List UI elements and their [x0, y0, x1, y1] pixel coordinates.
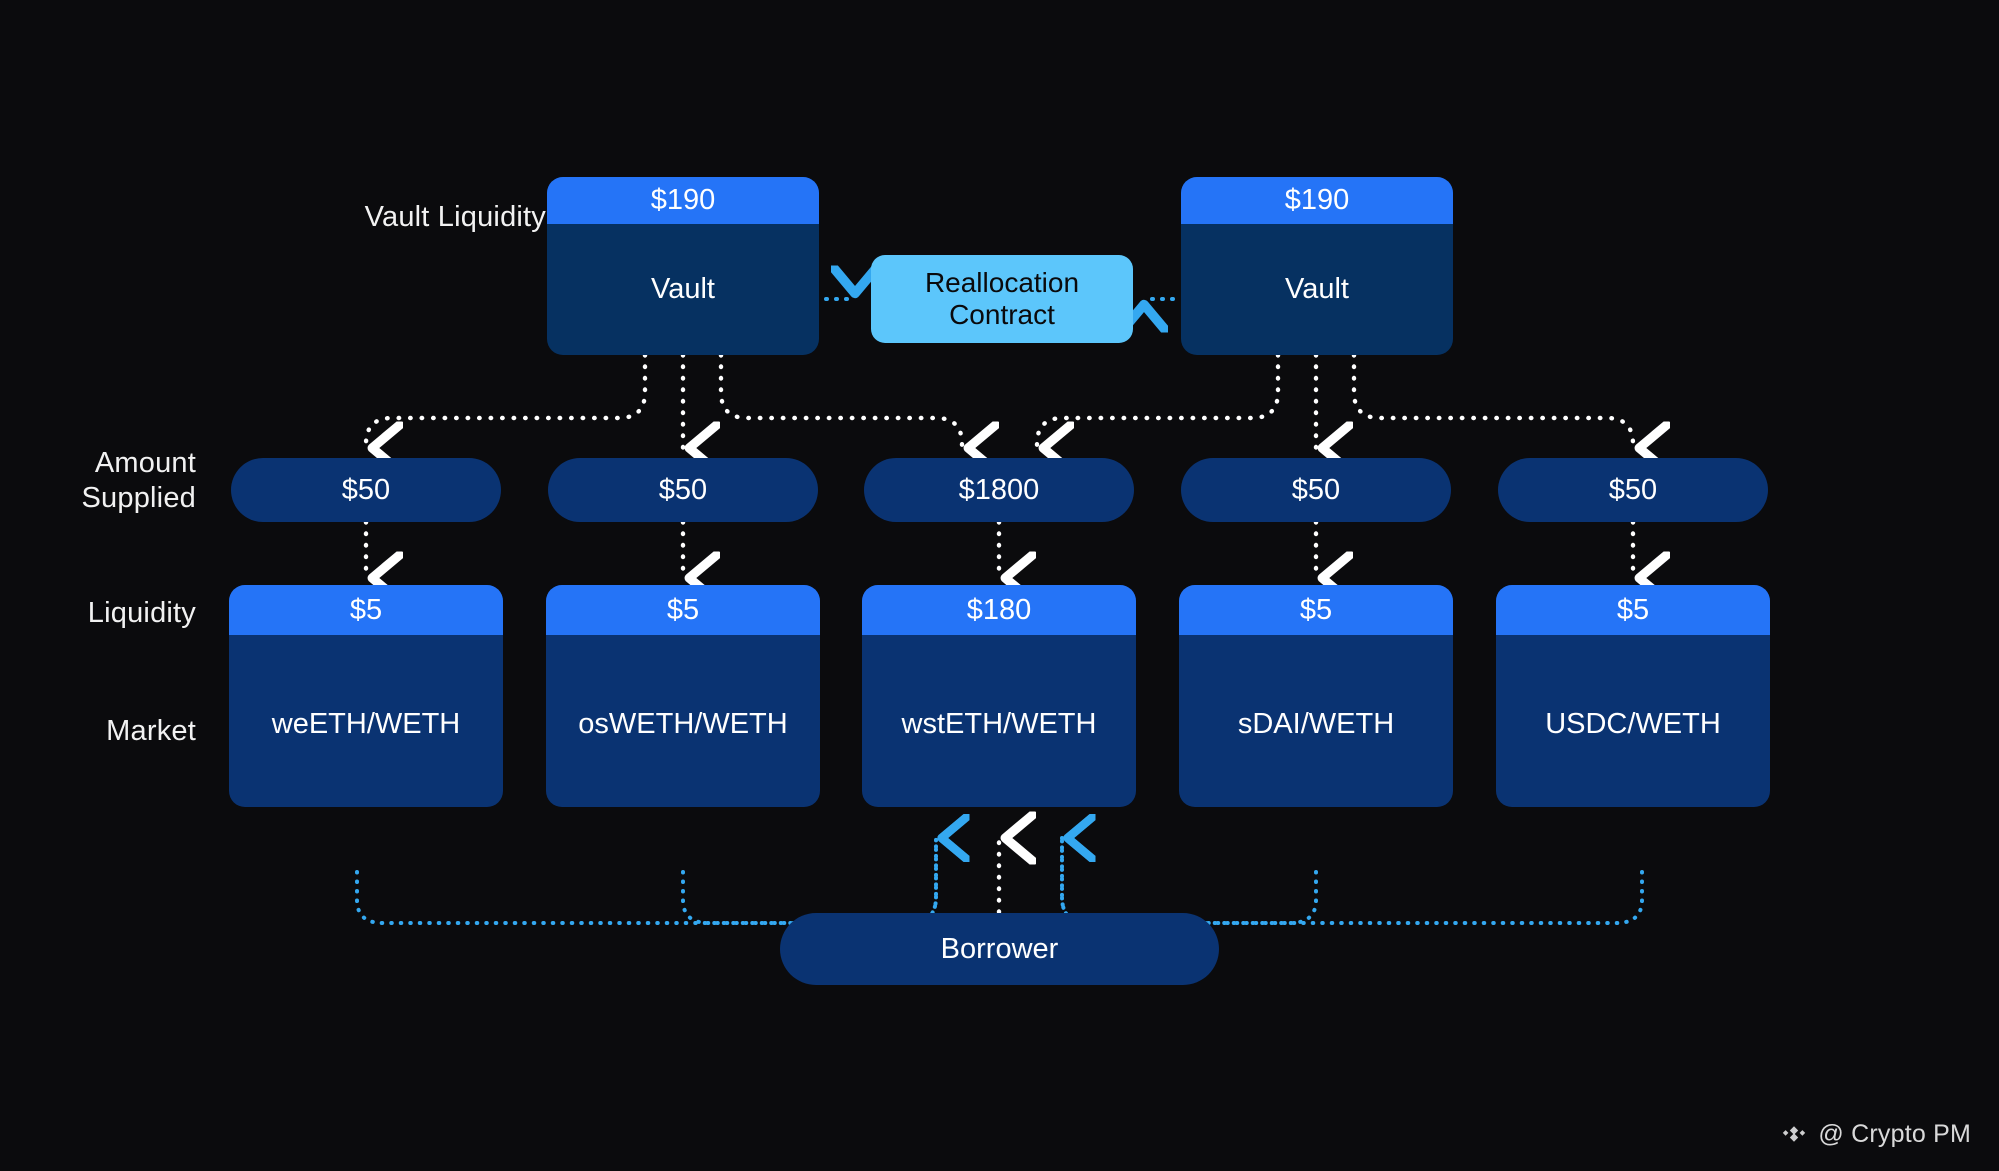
link-amount-to-market [363, 519, 1633, 578]
market-liquidity-sdai: $5 [1179, 585, 1453, 635]
market-card-usdc[interactable]: $5 USDC/WETH [1496, 585, 1770, 807]
vault-left-card[interactable]: $190 Vault [547, 177, 819, 355]
row-label-liquidity: Liquidity [87, 597, 196, 629]
market-name-sdai: sDAI/WETH [1237, 707, 1395, 740]
link-vault-left-to-markets [363, 352, 962, 448]
link-vault-right-to-markets [1034, 352, 1633, 448]
vault-left-liquidity: $190 [547, 177, 819, 224]
market-name-weeth: weETH/WETH [271, 707, 461, 740]
market-card-sdai[interactable]: $5 sDAI/WETH [1179, 585, 1453, 807]
amount-supplied-weeth[interactable]: $50 [231, 458, 501, 522]
borrower-node[interactable]: Borrower [780, 913, 1219, 985]
amount-supplied-sdai[interactable]: $50 [1181, 458, 1451, 522]
market-name-wsteth: wstETH/WETH [901, 707, 1097, 740]
watermark-handle: @ Crypto PM [1818, 1119, 1971, 1148]
market-card-weeth[interactable]: $5 weETH/WETH [229, 585, 503, 807]
market-card-osweth[interactable]: $5 osWETH/WETH [546, 585, 820, 807]
vault-right-card[interactable]: $190 Vault [1181, 177, 1453, 355]
market-name-usdc: USDC/WETH [1545, 707, 1721, 740]
vault-right-liquidity: $190 [1181, 177, 1453, 224]
watermark: @ Crypto PM [1779, 1119, 1971, 1149]
row-label-vault-liquidity: Vault Liquidity [364, 201, 546, 233]
reallocation-contract-node[interactable]: Reallocation Contract [871, 255, 1133, 343]
diamond-logo-icon [1783, 1126, 1806, 1142]
market-card-wsteth[interactable]: $180 wstETH/WETH [862, 585, 1136, 807]
row-label-market: Market [106, 715, 196, 747]
market-liquidity-osweth: $5 [546, 585, 820, 635]
vault-right-label: Vault [1285, 273, 1349, 305]
vault-left-label: Vault [651, 273, 715, 305]
market-name-osweth: osWETH/WETH [578, 707, 788, 740]
amount-supplied-wsteth[interactable]: $1800 [864, 458, 1134, 522]
market-liquidity-wsteth: $180 [862, 585, 1136, 635]
link-borrower-to-markets [355, 838, 1644, 925]
row-label-amount-supplied: Amount Supplied [81, 447, 196, 514]
market-liquidity-usdc: $5 [1496, 585, 1770, 635]
reallocation-contract-label: Reallocation Contract [924, 266, 1080, 330]
amount-supplied-usdc[interactable]: $50 [1498, 458, 1768, 522]
amount-supplied-osweth[interactable]: $50 [548, 458, 818, 522]
market-liquidity-weeth: $5 [229, 585, 503, 635]
